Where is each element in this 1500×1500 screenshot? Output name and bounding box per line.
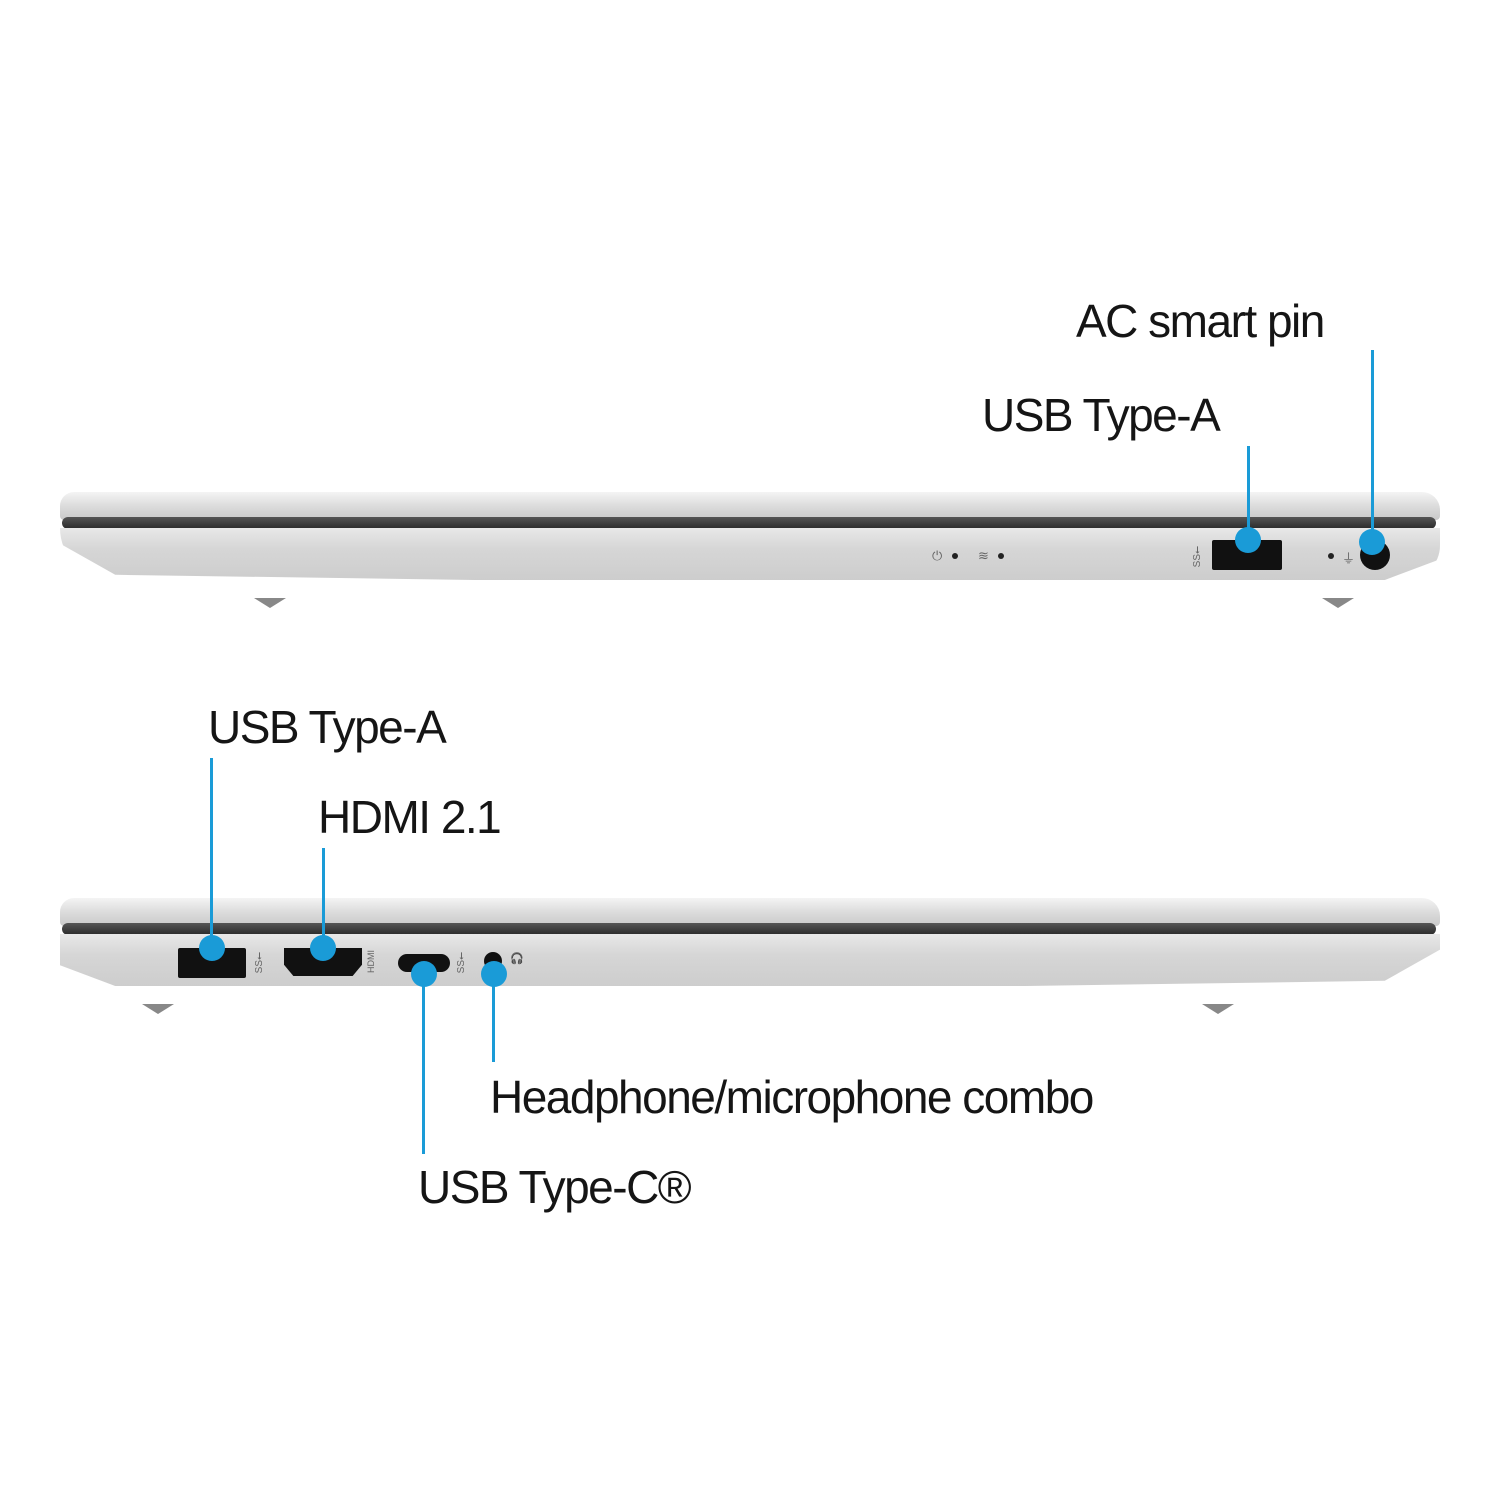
callout-line-usb-c [422, 974, 425, 1154]
callout-line-usb-a-left [210, 758, 213, 948]
label-usb-type-a-left: USB Type-A [208, 701, 447, 753]
label-ac-smart-pin: AC smart pin [1076, 295, 1325, 347]
power-icon: ⏻ [932, 548, 943, 563]
callout-dot-hdmi [310, 935, 336, 961]
callout-line-ac-pin [1371, 350, 1374, 540]
callout-line-headphone [492, 974, 495, 1062]
usb-superspeed-icon: SS⭠ [456, 952, 467, 974]
label-hdmi: HDMI 2.1 [318, 791, 502, 843]
callout-dot-usb-a-right [1235, 527, 1261, 553]
drive-icon: ≋ [978, 548, 989, 563]
plug-icon: ⏚ [1342, 551, 1356, 566]
laptop-lid [60, 492, 1440, 520]
usb-superspeed-icon: SS⭠ [1192, 546, 1203, 568]
label-usb-type-c: USB Type-C® [418, 1161, 692, 1213]
laptop-base [60, 934, 1440, 986]
power-led [952, 553, 958, 559]
callout-dot-ac-pin [1359, 529, 1385, 555]
laptop-right-side: ⏻ ≋ SS⭠ ⏚ [60, 490, 1440, 610]
headphone-icon: 🎧 [510, 953, 524, 965]
laptop-base [60, 528, 1440, 580]
callout-dot-headphone [481, 961, 507, 987]
charge-led [1328, 553, 1334, 559]
label-usb-type-a-right: USB Type-A [982, 389, 1221, 441]
usb-superspeed-icon: SS⭠ [254, 952, 265, 974]
laptop-lid [60, 898, 1440, 926]
callout-line-usb-a-right [1247, 446, 1250, 540]
callout-dot-usb-c [411, 961, 437, 987]
foot [142, 1004, 174, 1014]
foot [1202, 1004, 1234, 1014]
label-headphone-combo: Headphone/microphone combo [490, 1071, 1094, 1123]
hdmi-icon: HDMI [366, 950, 376, 973]
callout-line-hdmi [322, 848, 325, 948]
foot [254, 598, 286, 608]
foot [1322, 598, 1354, 608]
lid-seam [62, 923, 1436, 935]
laptop-left-side: SS⭠ HDMI SS⭠ 🎧 [60, 896, 1440, 1016]
callout-dot-usb-a-left [199, 935, 225, 961]
drive-led [998, 553, 1004, 559]
lid-seam [62, 517, 1436, 529]
